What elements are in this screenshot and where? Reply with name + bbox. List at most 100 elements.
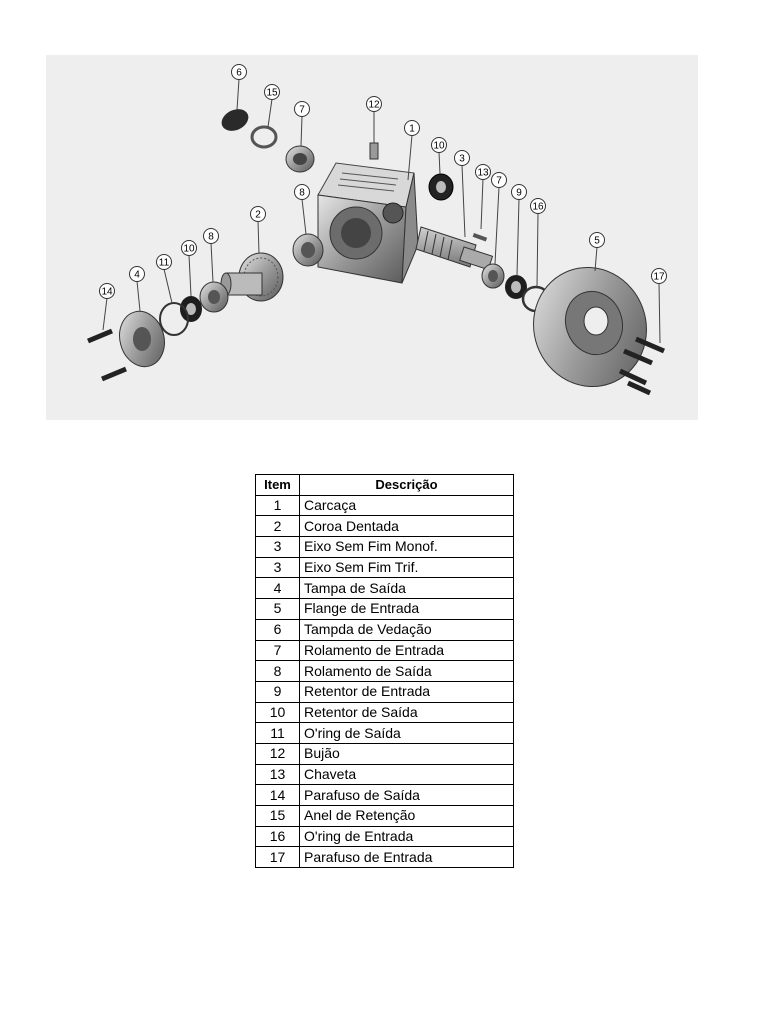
svg-text:17: 17: [653, 272, 665, 283]
callout: 5: [589, 232, 605, 248]
svg-text:3: 3: [459, 154, 465, 165]
table-header-row: Item Descrição: [255, 474, 514, 496]
input-screws-part: [618, 336, 665, 396]
crown-gear-part: [220, 252, 284, 302]
callout: 4: [129, 266, 145, 282]
description-cell: Eixo Sem Fim Monof.: [299, 536, 514, 558]
description-cell: Eixo Sem Fim Trif.: [299, 556, 514, 579]
svg-text:16: 16: [532, 202, 544, 213]
svg-text:13: 13: [477, 168, 489, 179]
svg-text:1: 1: [409, 124, 415, 135]
item-number-cell: 5: [255, 598, 300, 620]
description-cell: Coroa Dentada: [299, 515, 514, 538]
item-number-cell: 7: [255, 639, 300, 662]
oil-seal-part: [428, 173, 454, 201]
input-flange-part: [533, 266, 647, 388]
description-cell: O'ring de Saída: [299, 722, 514, 744]
svg-text:14: 14: [101, 287, 113, 298]
svg-text:5: 5: [594, 236, 600, 247]
svg-text:9: 9: [516, 188, 522, 199]
description-cell: Anel de Retenção: [299, 805, 514, 827]
description-cell: O'ring de Entrada: [299, 825, 514, 848]
output-screws-part: [87, 328, 127, 382]
item-number-cell: 15: [255, 805, 300, 827]
callout: 7: [491, 172, 507, 188]
svg-text:10: 10: [433, 141, 445, 152]
bearing-part: [481, 263, 505, 289]
item-number-cell: 14: [255, 784, 300, 806]
description-cell: Retentor de Saída: [299, 701, 514, 724]
housing-part: [317, 162, 419, 284]
item-number-cell: 9: [255, 680, 300, 703]
svg-text:12: 12: [368, 100, 380, 111]
callout: 6: [231, 64, 247, 80]
output-seal-part: [180, 296, 202, 322]
description-cell: Carcaça: [299, 494, 514, 517]
svg-text:6: 6: [236, 68, 242, 79]
callout: 12: [366, 96, 382, 112]
svg-text:2: 2: [255, 210, 261, 221]
item-number-cell: 16: [255, 825, 300, 848]
output-oring-part: [159, 302, 189, 336]
description-cell: Chaveta: [299, 763, 514, 786]
retaining-ring-part: [250, 125, 278, 149]
callout: 1: [404, 120, 420, 136]
description-cell: Rolamento de Entrada: [299, 639, 514, 662]
exploded-view-diagram: 6 15 7 12 1 10 3 13 7 9 16 8 2 10 8 11 4…: [46, 55, 698, 420]
svg-text:7: 7: [299, 105, 305, 116]
key-part: [472, 233, 488, 242]
callout: 2: [250, 206, 266, 222]
leader-lines: [102, 78, 661, 344]
column-header-item: Item: [255, 474, 300, 496]
callout: 8: [294, 184, 310, 200]
plug-part: [369, 142, 379, 160]
callout: 11: [156, 254, 172, 270]
description-cell: Tampda de Vedação: [299, 618, 514, 641]
description-cell: Parafuso de Entrada: [299, 846, 514, 869]
callout: 15: [264, 84, 280, 100]
item-number-cell: 12: [255, 742, 300, 765]
svg-text:10: 10: [183, 244, 195, 255]
seal-cap-part: [221, 109, 249, 131]
callout: 10: [431, 137, 447, 153]
description-cell: Bujão: [299, 742, 514, 765]
callout: 14: [99, 283, 115, 299]
description-cell: Parafuso de Saída: [299, 784, 514, 806]
svg-text:4: 4: [134, 270, 140, 281]
item-number-cell: 3: [255, 536, 300, 558]
callout: 8: [203, 228, 219, 244]
item-number-cell: 2: [255, 515, 300, 538]
callouts: 6 15 7 12 1 10 3 13 7 9 16 8 2 10 8 11 4…: [99, 64, 667, 299]
item-number-cell: 11: [255, 722, 300, 744]
output-cover-part: [119, 310, 165, 368]
svg-text:7: 7: [496, 176, 502, 187]
output-bearing-part: [199, 281, 229, 313]
callout: 3: [454, 150, 470, 166]
item-number-cell: 8: [255, 660, 300, 682]
svg-text:11: 11: [159, 258, 170, 269]
svg-text:8: 8: [208, 232, 214, 243]
callout: 13: [475, 164, 491, 180]
description-cell: Rolamento de Saída: [299, 660, 514, 682]
description-cell: Retentor de Entrada: [299, 680, 514, 703]
bearing-part: [285, 145, 315, 173]
callout: 16: [530, 198, 546, 214]
callout: 9: [511, 184, 527, 200]
callout: 10: [181, 240, 197, 256]
